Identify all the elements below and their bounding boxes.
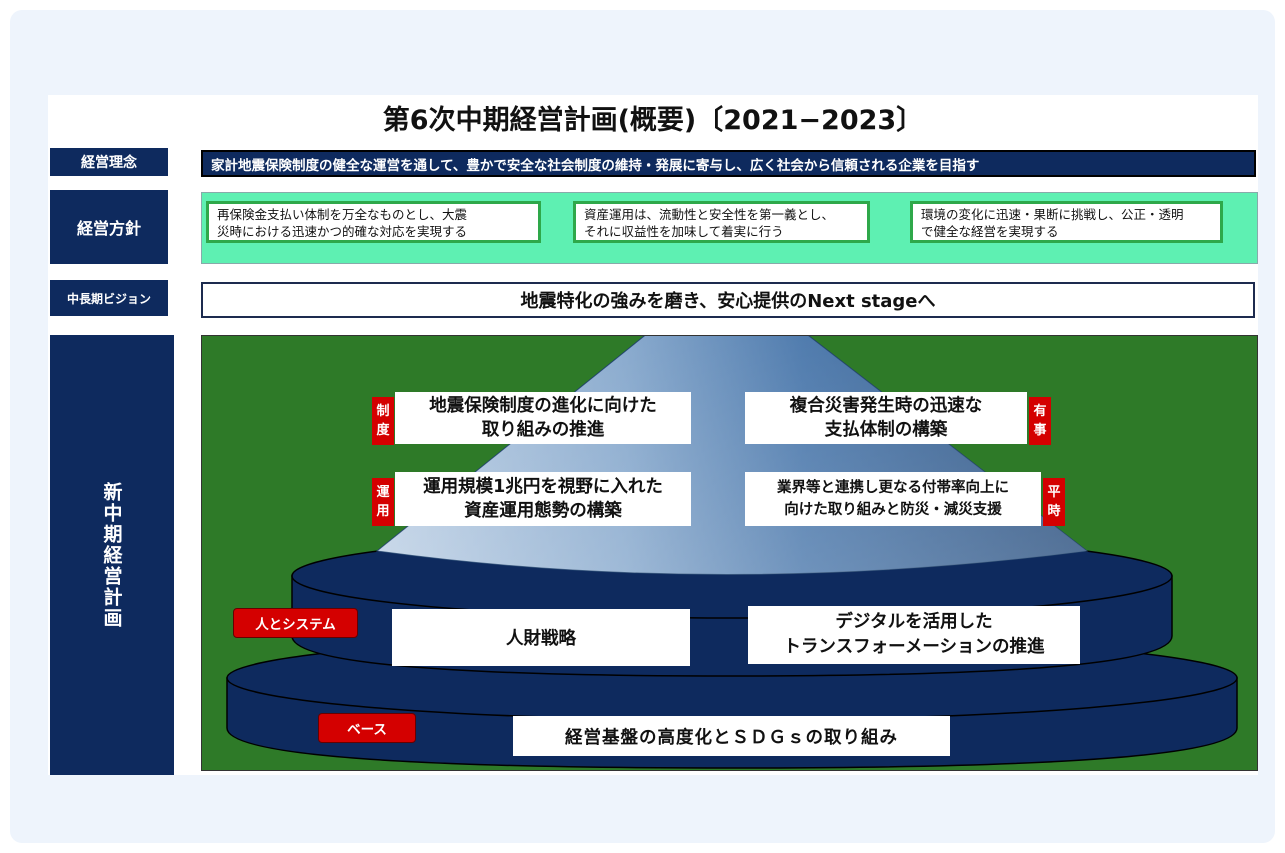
page-title: 第6次中期経営計画(概要)〔2021−2023〕	[382, 105, 924, 136]
policy-3-line2: で健全な経営を実現する	[921, 224, 1059, 239]
plan-item-normal-line1: 業界等と連携し更なる付帯率向上に	[777, 480, 1009, 496]
policy-card-3: 環境の変化に迅速・果断に挑戦し、公正・透明 で健全な経営を実現する	[910, 201, 1223, 243]
policy-area: 再保険金支払い体制を万全なものとし、大震 災時における迅速かつ的確な対応を実現す…	[201, 192, 1258, 264]
plan-item-investment-line2: 資産運用態勢の構築	[464, 501, 622, 521]
label-policy: 経営方針	[50, 190, 168, 264]
tag-investment: 運用	[372, 478, 394, 526]
vision-box: 地震特化の強みを磨き、安心提供のNext stageへ	[201, 282, 1255, 318]
plan-item-system-line2: 取り組みの推進	[481, 420, 605, 440]
tag-emergency: 有事	[1029, 397, 1051, 445]
plan-item-normal: 業界等と連携し更なる付帯率向上に 向けた取り組みと防災・減災支援	[745, 472, 1041, 526]
philosophy-box: 家計地震保険制度の健全な運営を通して、豊かで安全な社会制度の維持・発展に寄与し、…	[201, 150, 1256, 177]
plan-item-investment: 運用規模1兆円を視野に入れた 資産運用態勢の構築	[395, 472, 691, 526]
policy-2-line1: 資産運用は、流動性と安全性を第一義とし、	[584, 207, 835, 222]
label-vision: 中長期ビジョン	[50, 280, 168, 316]
plan-item-base: 経営基盤の高度化とＳＤＧｓの取り組み	[513, 716, 950, 756]
label-plan: 新中期経営計画	[50, 335, 174, 775]
tag-system: 制度	[372, 397, 394, 445]
policy-card-1: 再保険金支払い体制を万全なものとし、大震 災時における迅速かつ的確な対応を実現す…	[206, 201, 541, 243]
tag-normal: 平時	[1043, 478, 1065, 526]
plan-item-digital-line1: デジタルを活用した	[835, 612, 993, 632]
pyramid-graphic	[226, 336, 1238, 769]
philosophy-text: 家計地震保険制度の健全な運営を通して、豊かで安全な社会制度の維持・発展に寄与し、…	[211, 157, 980, 174]
plan-item-digital: デジタルを活用した トランスフォーメーションの推進	[748, 606, 1080, 664]
slide: 第6次中期経営計画(概要)〔2021−2023〕 経営理念 家計地震保険制度の健…	[48, 95, 1258, 775]
plan-item-base-label: 経営基盤の高度化とＳＤＧｓの取り組み	[565, 727, 898, 748]
tag-people-systems: 人とシステム	[233, 608, 358, 638]
policy-card-2: 資産運用は、流動性と安全性を第一義とし、 それに収益性を加味して着実に行う	[573, 201, 870, 243]
plan-item-emergency: 複合災害発生時の迅速な 支払体制の構築	[745, 392, 1027, 444]
plan-item-emergency-line2: 支払体制の構築	[824, 420, 948, 440]
label-philosophy: 経営理念	[50, 148, 168, 176]
policy-1-line1: 再保険金支払い体制を万全なものとし、大震	[217, 207, 468, 222]
plan-item-emergency-line1: 複合災害発生時の迅速な	[789, 396, 983, 416]
cone-highlight	[377, 336, 1087, 575]
plan-item-normal-line2: 向けた取り組みと防災・減災支援	[784, 502, 1002, 518]
plan-item-system-line1: 地震保険制度の進化に向けた	[429, 396, 657, 416]
policy-2-line2: それに収益性を加味して着実に行う	[584, 224, 784, 239]
policy-3-line1: 環境の変化に迅速・果断に挑戦し、公正・透明	[921, 207, 1184, 222]
policy-1-line2: 災時における迅速かつ的確な対応を実現する	[217, 224, 468, 239]
plan-item-investment-line1: 運用規模1兆円を視野に入れた	[423, 477, 663, 497]
plan-item-digital-line2: トランスフォーメーションの推進	[783, 637, 1045, 657]
plan-area: 制度 地震保険制度の進化に向けた 取り組みの推進 複合災害発生時の迅速な 支払体…	[201, 335, 1258, 771]
vision-text: 地震特化の強みを磨き、安心提供のNext stageへ	[520, 291, 936, 312]
plan-item-hr-label: 人財戦略	[506, 629, 576, 649]
plan-item-system: 地震保険制度の進化に向けた 取り組みの推進	[395, 392, 691, 444]
plan-item-hr: 人財戦略	[392, 609, 690, 666]
tag-base: ベース	[318, 713, 416, 743]
